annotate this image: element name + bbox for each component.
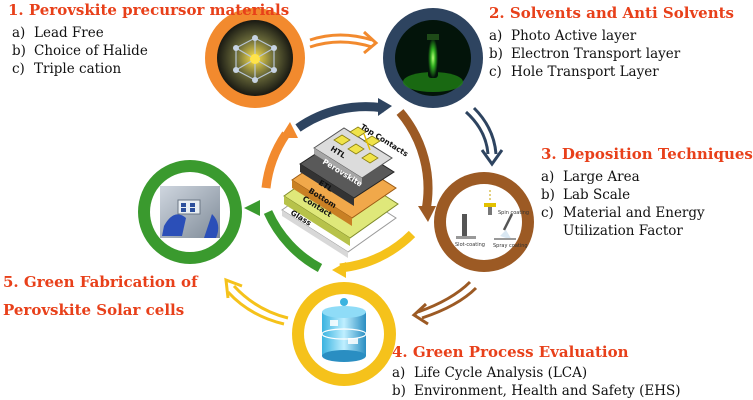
spin-coating-label: Spin coating bbox=[498, 210, 529, 216]
arrowhead-navy bbox=[378, 98, 392, 116]
process-diagram: Top Contacts HTL Perovskite ETL Bottom C… bbox=[138, 8, 534, 386]
list-item: c)Material and Energy bbox=[541, 205, 705, 221]
lab-photo-icon bbox=[160, 186, 220, 238]
section-1-list: a)Lead Free b)Choice of Halide c)Triple … bbox=[12, 24, 148, 78]
list-item: c)Triple cation bbox=[12, 61, 122, 77]
cycle-arc-orange bbox=[261, 131, 290, 189]
cycle-arc-navy bbox=[295, 102, 385, 132]
section-2-title: 2. Solvents and Anti Solvents bbox=[489, 4, 734, 22]
slot-coating-label: Slot-coating bbox=[455, 242, 485, 248]
section-5-title-line1: 5. Green Fabrication of bbox=[3, 273, 198, 291]
eco-cylinder-icon bbox=[321, 298, 367, 362]
vial-icon bbox=[428, 38, 438, 78]
section-3-list: a)Large Area b)Lab Scale c)Material and … bbox=[541, 168, 705, 240]
node-1-precursor bbox=[205, 8, 305, 108]
cycle-arc-yellow bbox=[339, 230, 416, 273]
list-item: c)Hole Transport Layer bbox=[489, 64, 659, 80]
section-1-title: 1. Perovskite precursor materials bbox=[8, 1, 290, 19]
cycle-arc-brown bbox=[396, 109, 433, 211]
arrow-4-to-5 bbox=[224, 277, 289, 326]
arrow-2-to-3 bbox=[464, 106, 504, 167]
list-item: b)Choice of Halide bbox=[12, 43, 148, 59]
node-5-fabrication bbox=[138, 160, 242, 264]
arrow-1-to-2 bbox=[309, 30, 379, 55]
section-5-title-line2: Perovskite Solar cells bbox=[3, 301, 185, 319]
section-4-list: a)Life Cycle Analysis (LCA) b)Environmen… bbox=[392, 364, 681, 400]
node-3-deposition: Spin coating Slot-coating Spray coating bbox=[434, 172, 534, 272]
arrowhead-yellow bbox=[332, 262, 346, 278]
section-3-title: 3. Deposition Techniques bbox=[541, 145, 753, 163]
node-4-green-process bbox=[292, 282, 396, 386]
slot-coating-icon: Slot-coating bbox=[455, 214, 485, 248]
device-stack: Top Contacts HTL Perovskite ETL Bottom C… bbox=[281, 122, 410, 258]
cycle-arrowheads bbox=[244, 98, 436, 278]
arrowhead-green bbox=[244, 200, 260, 216]
spray-coating-icon: Spray coating bbox=[493, 213, 528, 249]
section-2-list: a)Photo Active layer b)Electron Transpor… bbox=[489, 27, 680, 81]
spray-coating-label: Spray coating bbox=[493, 243, 528, 249]
outer-arrows bbox=[224, 30, 504, 326]
list-item: Utilization Factor bbox=[563, 223, 683, 239]
list-item: a)Life Cycle Analysis (LCA) bbox=[392, 365, 588, 381]
list-item: b)Lab Scale bbox=[541, 187, 631, 203]
arrowhead-brown bbox=[418, 206, 436, 222]
spin-coating-icon: Spin coating bbox=[484, 190, 529, 216]
top-contact-pads bbox=[333, 126, 381, 164]
section-4-title: 4. Green Process Evaluation bbox=[392, 343, 629, 361]
node-2-solvents bbox=[383, 8, 483, 108]
arrowhead-orange bbox=[280, 122, 298, 138]
list-item: a)Photo Active layer bbox=[489, 28, 637, 44]
cycle-arc-green bbox=[263, 210, 323, 272]
list-item: b)Electron Transport layer bbox=[489, 46, 681, 62]
list-item: a)Large Area bbox=[541, 169, 640, 185]
list-item: b)Environment, Health and Safety (EHS) bbox=[392, 383, 681, 399]
list-item: a)Lead Free bbox=[12, 25, 104, 41]
central-cycle bbox=[261, 102, 433, 273]
arrow-3-to-4 bbox=[411, 280, 478, 326]
